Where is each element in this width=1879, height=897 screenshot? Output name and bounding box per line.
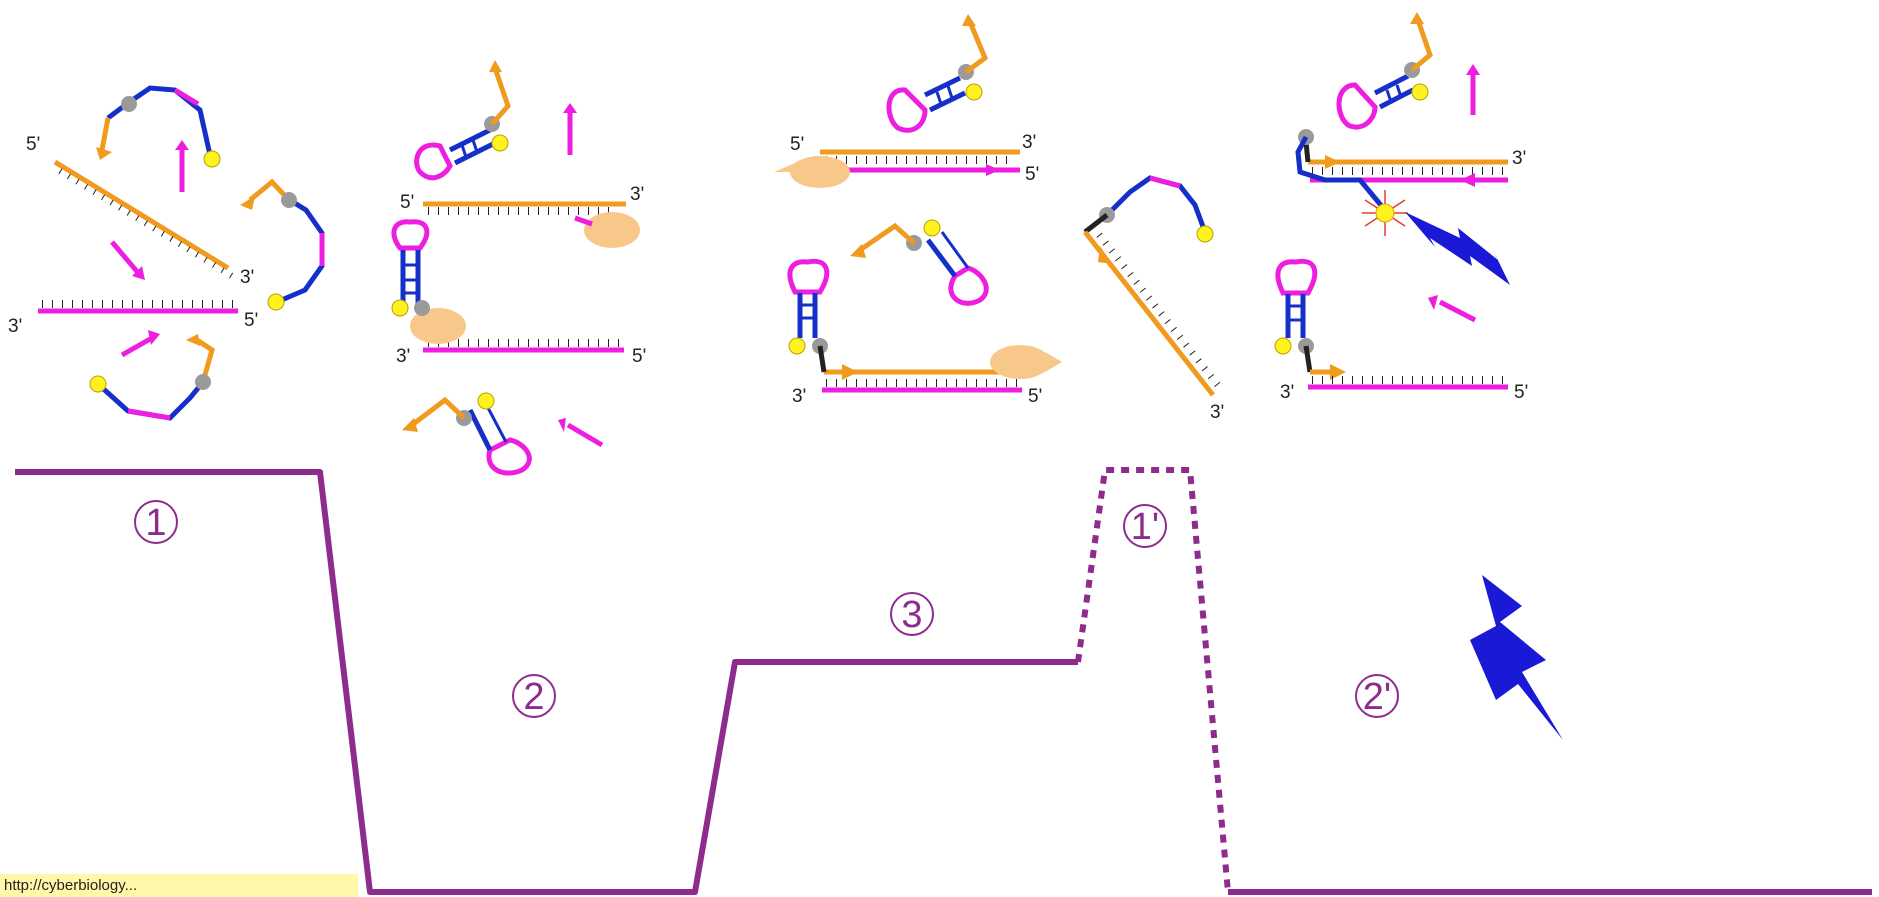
step-label-3: 3	[901, 594, 922, 636]
five-prime-label: 5'	[1514, 382, 1528, 403]
fluorophore-dot-icon	[788, 337, 806, 355]
five-prime-label: 5'	[244, 310, 258, 331]
lightning-bolt-icon	[1470, 575, 1563, 740]
hairpin-loop	[391, 219, 430, 251]
three-prime-label: 3'	[396, 346, 410, 367]
step-circle-1-prime	[1123, 504, 1167, 548]
orange-template-strand	[53, 159, 230, 271]
three-prime-label: 3'	[630, 184, 644, 205]
quencher-dot-icon	[414, 300, 430, 316]
magenta-primer	[110, 240, 142, 277]
step-label-1-prime: 1'	[1131, 506, 1159, 548]
open-beacon	[276, 196, 325, 305]
fluorophore-dot-icon	[391, 299, 409, 317]
step-label-2-prime: 2'	[1363, 676, 1391, 718]
hairpin-loop	[486, 437, 532, 476]
hairpin-loop	[1275, 258, 1318, 296]
five-prime-label: 5'	[632, 346, 646, 367]
lightning-bolt-icon	[1405, 212, 1510, 285]
polymerase-enzyme-icon	[990, 345, 1050, 379]
three-prime-label: 3'	[240, 267, 254, 288]
polymerase-enzyme-icon	[410, 308, 466, 344]
fluorophore-dot-icon	[477, 392, 495, 410]
step-circle-2-prime	[1355, 674, 1399, 718]
three-prime-label: 3'	[1022, 132, 1036, 153]
stage-2-annealing: 5' 3' 3' 5'	[391, 60, 646, 476]
five-prime-label: 5'	[1025, 164, 1039, 185]
stage-1-denaturation: 5' 3' 3' 5'	[8, 85, 325, 421]
five-prime-label: 5'	[26, 134, 40, 155]
source-url-note: http://cyberbiology...	[0, 874, 358, 897]
stage-3-extension: 5' 3' 5' 3' 5'	[774, 14, 1062, 407]
quencher-dot-icon	[195, 374, 211, 390]
fluorophore-dot-icon	[1274, 337, 1292, 355]
quencher-dot-icon	[281, 192, 297, 208]
hairpin-loop	[886, 87, 928, 133]
fluorophore-dot-icon	[923, 219, 941, 237]
hairpin-loop	[1336, 82, 1378, 130]
fluorophore-dot-icon	[1196, 225, 1214, 243]
step-label-1: 1	[145, 502, 166, 544]
quencher-dot-icon	[121, 96, 137, 112]
three-prime-label: 3'	[8, 316, 22, 337]
fluorophore-dot-icon	[267, 293, 285, 311]
three-prime-label: 3'	[1512, 148, 1526, 169]
energy-profile-dotted	[1075, 467, 1231, 893]
fluorophore-dot-icon	[965, 83, 983, 101]
step-labels	[134, 500, 1399, 718]
energy-profile-solid-a	[15, 469, 1078, 895]
polymerase-enzyme-icon	[790, 156, 850, 188]
energy-profile	[15, 467, 1872, 895]
step-circle-3	[890, 592, 934, 636]
fluorophore-dot-icon	[491, 134, 509, 152]
polymerase-enzyme-icon	[584, 212, 640, 248]
hairpin-loop	[787, 258, 830, 295]
three-prime-label: 3'	[792, 386, 806, 407]
step-circle-1	[134, 500, 178, 544]
magenta-primer	[1438, 299, 1477, 323]
magenta-primer	[120, 335, 154, 358]
five-prime-label: 5'	[1028, 386, 1042, 407]
fluorophore-dot-icon	[203, 150, 221, 168]
three-prime-label: 3'	[1280, 382, 1294, 403]
step-circle-2	[512, 674, 556, 718]
magenta-primer	[566, 422, 604, 448]
hairpin-loop	[948, 265, 989, 306]
open-beacon	[1105, 175, 1208, 233]
step-label-2: 2	[523, 676, 544, 718]
stage-2-prime-fluorescence: 3' 3' 5'	[1274, 12, 1563, 740]
fluorophore-dot-icon	[1411, 83, 1429, 101]
three-prime-label: 3'	[1210, 402, 1224, 423]
open-beacon	[106, 85, 213, 156]
fluorophore-dot-icon	[89, 375, 107, 393]
five-prime-label: 5'	[400, 192, 414, 213]
five-prime-label: 5'	[790, 134, 804, 155]
stage-1-prime-denaturation: 3'	[1083, 175, 1224, 423]
hairpin-loop	[414, 142, 453, 181]
fluorophore-dot-icon	[1375, 203, 1395, 223]
